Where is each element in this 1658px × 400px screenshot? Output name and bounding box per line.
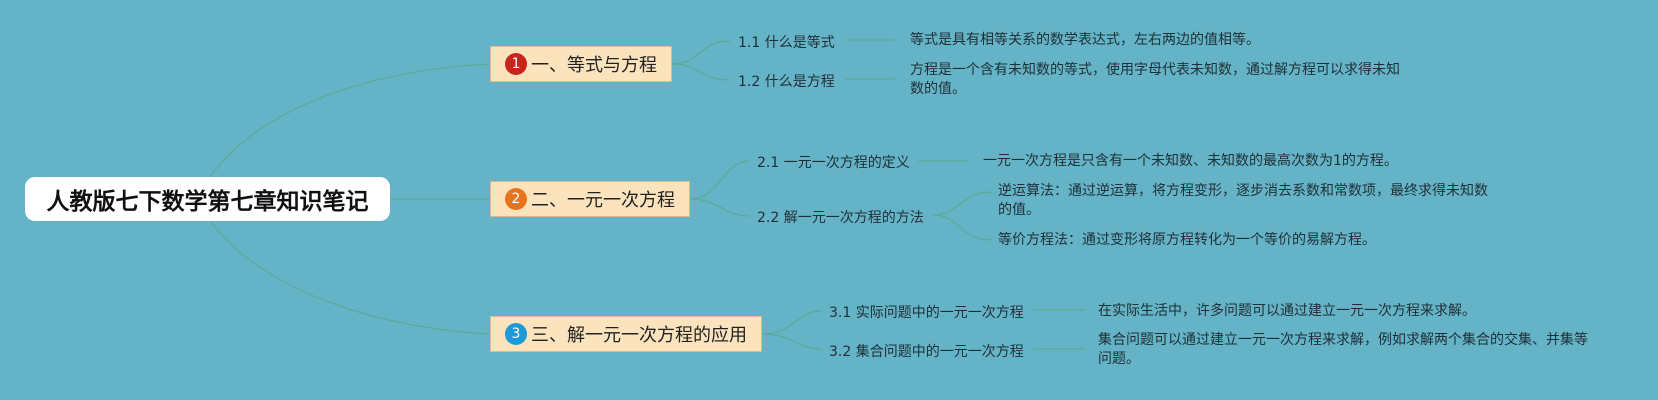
number-badge-3: 3 bbox=[505, 323, 527, 345]
root-to-branch-1-line bbox=[209, 63, 491, 178]
note-3-1[interactable]: 在实际生活中，许多问题可以通过建立一元一次方程来求解。 bbox=[1098, 303, 1476, 319]
topic-1-1[interactable]: 1.1 什么是等式 bbox=[738, 35, 835, 51]
number-badge-1: 1 bbox=[505, 53, 527, 75]
topic-3-2[interactable]: 3.2 集合问题中的一元一次方程 bbox=[829, 344, 1024, 360]
note-3-2[interactable]: 集合问题可以通过建立一元一次方程来求解，例如求解两个集合的交集、并集等问题。 bbox=[1098, 332, 1588, 367]
branch-3-to-topic-3-1-line bbox=[761, 310, 823, 335]
topic-1-2[interactable]: 1.2 什么是方程 bbox=[738, 74, 835, 90]
branch-3[interactable]: 3 三、解一元一次方程的应用 bbox=[490, 316, 762, 352]
note-1-2[interactable]: 方程是一个含有未知数的等式，使用字母代表未知数，通过解方程可以求得未知数的值。 bbox=[910, 62, 1400, 97]
branch-2-title: 二、一元一次方程 bbox=[531, 190, 675, 211]
topic-2-1[interactable]: 2.1 一元一次方程的定义 bbox=[757, 155, 910, 171]
topic-2-2[interactable]: 2.2 解一元一次方程的方法 bbox=[757, 210, 924, 226]
topic-3-1[interactable]: 3.1 实际问题中的一元一次方程 bbox=[829, 305, 1024, 321]
branch-3-to-topic-3-2-line bbox=[761, 333, 823, 350]
note-1-1[interactable]: 等式是具有相等关系的数学表达式，左右两边的值相等。 bbox=[910, 32, 1260, 48]
root-to-branch-3-line bbox=[209, 220, 491, 335]
topic-2-2-to-note-1-line bbox=[932, 191, 993, 216]
topic-2-2-to-note-2-line bbox=[932, 214, 993, 241]
note-2-2a[interactable]: 逆运算法：通过逆运算，将方程变形，逐步消去系数和常数项，最终求得未知数的值。 bbox=[998, 183, 1488, 218]
branch-2-to-topic-2-2-line bbox=[689, 198, 751, 217]
branch-1-title: 一、等式与方程 bbox=[531, 55, 657, 76]
branch-1-to-topic-1-2-line bbox=[671, 63, 731, 81]
branch-2[interactable]: 2 二、一元一次方程 bbox=[490, 181, 690, 217]
branch-1-to-topic-1-1-line bbox=[671, 40, 731, 65]
root-topic[interactable]: 人教版七下数学第七章知识笔记 bbox=[25, 177, 390, 221]
branch-1[interactable]: 1 一、等式与方程 bbox=[490, 46, 672, 82]
note-2-1[interactable]: 一元一次方程是只含有一个未知数、未知数的最高次数为1的方程。 bbox=[983, 153, 1398, 169]
root-title: 人教版七下数学第七章知识笔记 bbox=[46, 189, 369, 215]
note-2-2b[interactable]: 等价方程法：通过变形将原方程转化为一个等价的易解方程。 bbox=[998, 232, 1376, 248]
branch-2-to-topic-2-1-line bbox=[689, 160, 751, 200]
branch-3-title: 三、解一元一次方程的应用 bbox=[531, 325, 747, 346]
number-badge-2: 2 bbox=[505, 188, 527, 210]
